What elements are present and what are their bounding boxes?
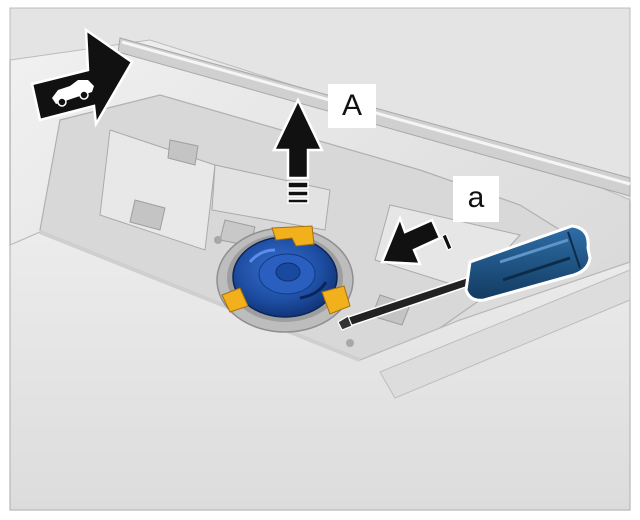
clip-left (221, 287, 249, 313)
callout-label-A: A (328, 84, 376, 128)
lower-trim-step (379, 269, 631, 399)
callout-label-a: a (453, 176, 499, 222)
lower-trim-edge (39, 230, 361, 362)
push-arrow-icon (380, 214, 453, 266)
bracket-slot-2 (129, 199, 166, 231)
clip-right (321, 285, 351, 315)
bracket-hole-1 (214, 236, 222, 244)
up-arrow-icon (272, 97, 324, 204)
screwdriver-icon (337, 224, 592, 331)
trim-strip-highlight (121, 40, 631, 186)
blue-cover-grip-2 (299, 281, 328, 300)
bracket-slot-1 (167, 139, 199, 166)
blue-cover-hub (275, 262, 301, 282)
clip-top (271, 225, 315, 247)
blue-cover-grip-1 (248, 248, 276, 263)
car-forward-arrow-icon (30, 27, 134, 128)
bracket-hole-2 (346, 339, 354, 347)
